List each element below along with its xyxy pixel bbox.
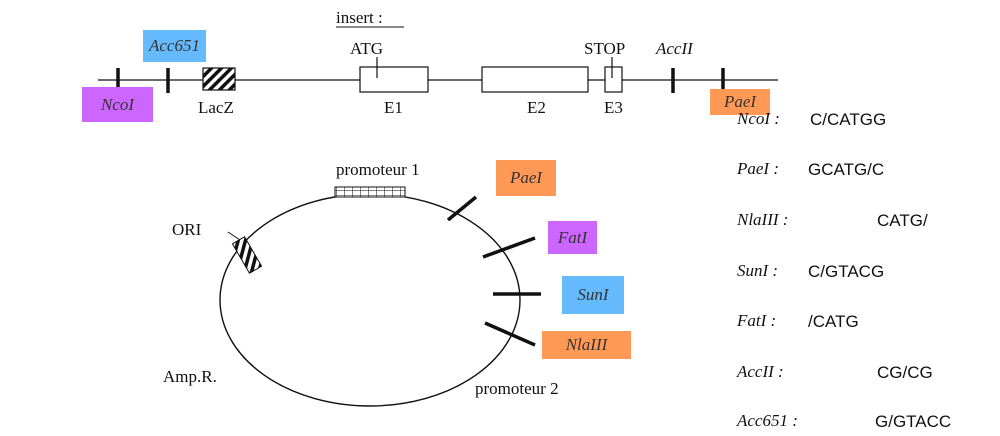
enzyme-site-accii: CG/CG bbox=[877, 363, 933, 382]
acc651-tag: Acc651 bbox=[143, 30, 206, 62]
ncoi-tag-label: NcoI bbox=[100, 94, 135, 114]
lacz-label: LacZ bbox=[198, 98, 234, 117]
enzyme-name-nlaiii: NlaIII : bbox=[737, 210, 789, 229]
ampr-label: Amp.R. bbox=[163, 367, 217, 386]
atg-label: ATG bbox=[350, 39, 384, 58]
plasmid-nlaiii-tag: NlaIII bbox=[542, 331, 631, 359]
enzyme-name-accii: AccII : bbox=[737, 362, 784, 381]
acc651-tag-label: Acc651 bbox=[149, 36, 200, 55]
exon-e2-box bbox=[481, 66, 589, 93]
promoter1-box bbox=[334, 186, 406, 198]
plasmid-paei-tick bbox=[446, 195, 478, 222]
enzyme-site-acc651: G/GTACC bbox=[875, 412, 952, 431]
plasmid-fati-tag-label: FatI bbox=[557, 227, 588, 247]
plasmid-fati-tick bbox=[482, 236, 536, 259]
plasmid-nlaiii-tick bbox=[484, 321, 536, 347]
e1-label: E1 bbox=[384, 98, 403, 117]
enzyme-site-paei: GCATG/C bbox=[808, 160, 885, 179]
enzyme-site-fati: /CATG bbox=[808, 312, 859, 331]
enzyme-site-suni: C/GTACG bbox=[808, 262, 885, 281]
paei-tag-linear-label: PaeI bbox=[723, 92, 757, 111]
ori-pointer bbox=[227, 231, 241, 241]
enzyme-name-acc651: Acc651 : bbox=[737, 411, 798, 430]
e2-label: E2 bbox=[527, 98, 546, 117]
insert-label: insert : bbox=[336, 8, 383, 27]
accii-label: AccII bbox=[656, 39, 693, 58]
plasmid-circle bbox=[219, 193, 521, 407]
plasmid-suni-tag: SunI bbox=[562, 276, 624, 314]
ori-box bbox=[231, 236, 263, 274]
enzyme-name-ncoi: NcoI : bbox=[737, 109, 780, 128]
plasmid-suni-tag-label: SunI bbox=[577, 285, 609, 304]
promoter2-label: promoteur 2 bbox=[475, 379, 559, 398]
e3-label: E3 bbox=[604, 98, 623, 117]
exon-e3-box bbox=[604, 66, 623, 93]
enzyme-name-suni: SunI : bbox=[737, 261, 779, 280]
plasmid-nlaiii-tag-label: NlaIII bbox=[565, 335, 608, 354]
ori-label: ORI bbox=[172, 220, 202, 239]
ncoi-tag: NcoI bbox=[82, 87, 153, 122]
promoter1-label: promoteur 1 bbox=[336, 160, 420, 179]
plasmid-paei-tag-label: PaeI bbox=[509, 168, 543, 187]
exon-e1-box bbox=[359, 66, 429, 93]
enzyme-site-ncoi: C/CATGG bbox=[810, 110, 887, 129]
enzyme-name-fati: FatI : bbox=[737, 311, 777, 330]
enzyme-site-nlaiii: CATG/ bbox=[877, 211, 928, 230]
lacz-box bbox=[202, 67, 236, 91]
plasmid-fati-tag: FatI bbox=[548, 221, 597, 254]
stop-label: STOP bbox=[584, 39, 626, 58]
paei-tag-linear: PaeI bbox=[710, 89, 770, 115]
plasmid-paei-tag: PaeI bbox=[496, 160, 556, 196]
enzyme-name-paei: PaeI : bbox=[737, 159, 780, 178]
